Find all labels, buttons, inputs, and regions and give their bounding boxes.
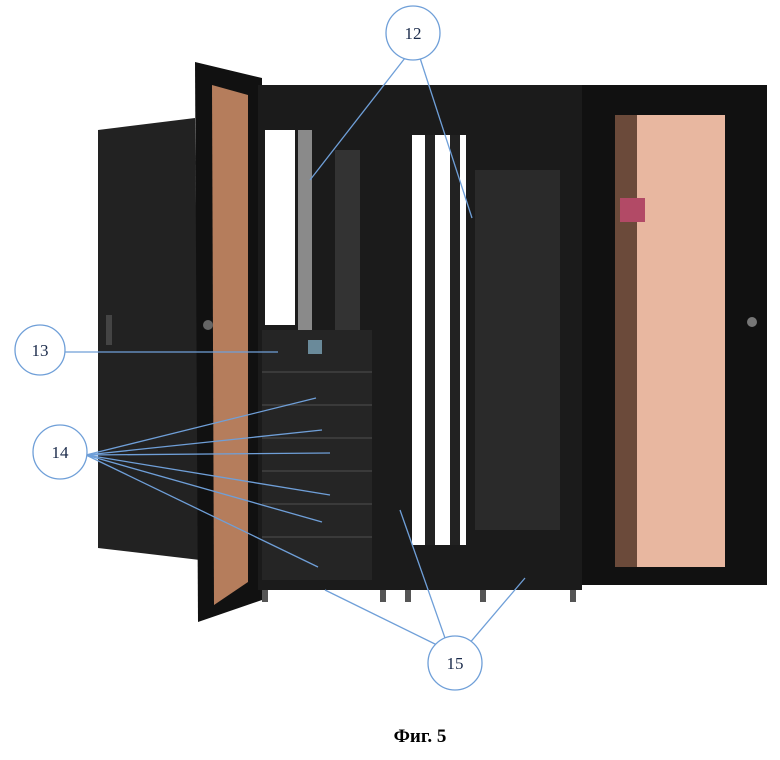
cabinet-feet [262,590,576,602]
cabinet-1-opening [265,130,295,325]
callout-12: 12 [386,6,440,60]
right-door-dark-glass [615,115,637,567]
callout-13: 13 [15,325,65,375]
callout-15: 15 [428,636,482,690]
callout-12-label: 12 [405,24,422,43]
right-door-lock [747,317,757,327]
cabinet-2-rail-right [450,135,460,545]
callout-15-label: 15 [447,654,464,673]
ups-display [308,340,322,354]
side-panel-handle [106,315,112,345]
callout-14: 14 [33,425,87,479]
callout-14-label: 14 [52,443,70,462]
left-door-glass [212,85,248,605]
cabinet-1-rail [298,130,312,330]
cabinet-1-cable-tray [335,150,360,330]
left-side-panel [98,118,200,560]
cabinet-2-rail-left [425,135,435,545]
figure-caption: Фиг. 5 [0,726,780,748]
callout-13-label: 13 [32,341,49,360]
left-door-lock [203,320,213,330]
cabinet-2-equipment [475,170,560,530]
ups-module [262,330,372,580]
indicator-square [620,198,645,222]
